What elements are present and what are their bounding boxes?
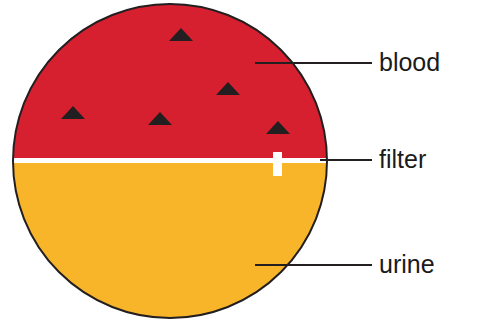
leader-line [320,159,372,161]
part-label: blood [379,50,440,75]
blood-region [13,4,327,161]
blood-particles [61,28,290,134]
leader-lines [255,63,372,265]
vessel-outline [13,4,327,318]
leader-line [255,62,372,64]
particle [61,106,85,119]
particle [169,28,193,41]
filter-pore [273,152,282,176]
particle [148,112,172,125]
particle [266,121,290,134]
part-label: filter [379,147,426,172]
particle [216,82,240,95]
leader-line [255,264,372,266]
urine-region [13,4,327,318]
part-label: urine [379,252,435,277]
